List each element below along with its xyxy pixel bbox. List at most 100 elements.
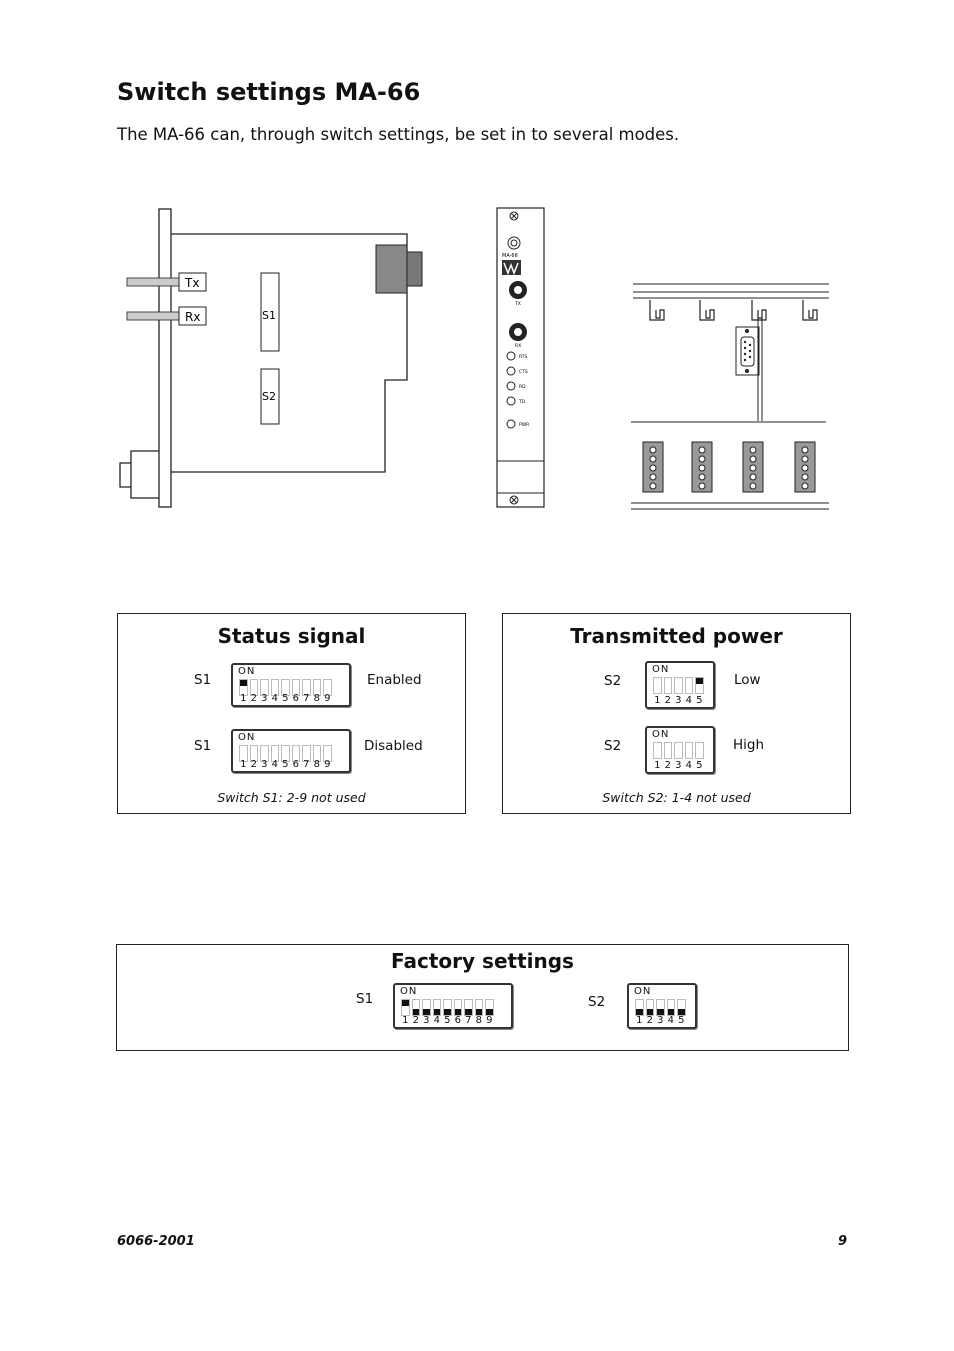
dip-knob-off [454, 1009, 461, 1015]
dip-slot [432, 999, 441, 1016]
dip-knob-off [646, 1009, 653, 1015]
dip-knob-off [486, 1009, 493, 1015]
dip-knob-off [423, 1009, 430, 1015]
tx-label: Tx [184, 276, 199, 290]
dip-slot [281, 745, 290, 762]
dip-slot [270, 745, 279, 762]
dip-slot [291, 745, 300, 762]
dip-on-label: ON [238, 732, 256, 743]
dip-number: 8 [313, 693, 320, 704]
dip-slot [645, 999, 654, 1016]
led-pwr: PWR [519, 422, 529, 428]
dip-slot [260, 679, 269, 696]
rx-label: Rx [185, 310, 200, 324]
power-row2-switch: S2 [604, 738, 622, 754]
dip-slot [281, 679, 290, 696]
dip-slot [684, 677, 693, 694]
dip-slot [422, 999, 431, 1016]
factory-s2-label: S2 [588, 994, 606, 1010]
dip-slot [695, 677, 704, 694]
dip-on-label: ON [652, 729, 670, 740]
dip-number: 4 [667, 1015, 674, 1026]
dip-slot [485, 999, 494, 1016]
dip-number: 3 [423, 1015, 430, 1026]
page-title: Switch settings MA-66 [117, 78, 421, 106]
factory-settings-title: Factory settings [391, 949, 574, 973]
dip-slot [312, 745, 321, 762]
dip-number: 3 [675, 695, 682, 706]
led-cts: CTS [519, 369, 528, 375]
dip-slot [260, 745, 269, 762]
dip-slot [653, 677, 662, 694]
dip-number: 7 [465, 1015, 472, 1026]
dip-slot [464, 999, 473, 1016]
dip-slot [411, 999, 420, 1016]
dip-slot [312, 679, 321, 696]
intro-text: The MA-66 can, through switch settings, … [117, 125, 680, 144]
dip-slot [291, 679, 300, 696]
dip-number: 9 [486, 1015, 493, 1026]
dip-knob-off [678, 1009, 685, 1015]
dip-on-label: ON [634, 986, 652, 997]
s2-label: S2 [262, 390, 276, 403]
transmitted-power-title: Transmitted power [570, 624, 783, 648]
dip-number: 3 [261, 693, 268, 704]
dip-number: 1 [654, 695, 661, 706]
dip-knob-off [475, 1009, 482, 1015]
dip-slot [684, 742, 693, 759]
dip-slot [656, 999, 665, 1016]
dip-number: 1 [654, 760, 661, 771]
power-row1-switch: S2 [604, 673, 622, 689]
front-rx: RX [515, 343, 521, 349]
dip-number: 1 [636, 1015, 643, 1026]
status-note: Switch S1: 2-9 not used [217, 790, 366, 805]
dip-slot [674, 677, 683, 694]
dip-number: 8 [475, 1015, 482, 1026]
dip-slot [474, 999, 483, 1016]
dip-knob-off [444, 1009, 451, 1015]
dip-number: 2 [646, 1015, 653, 1026]
status-row1-state: Enabled [367, 672, 422, 688]
dip-number: 5 [696, 760, 703, 771]
front-panel-diagram: MA-66 TX RX RTS CTS RD TD PWR [496, 207, 545, 508]
dip-slot [663, 677, 672, 694]
led-td: TD [518, 399, 526, 405]
dip-on-label: ON [652, 664, 670, 675]
dip-number: 6 [292, 693, 299, 704]
dip-number: 5 [282, 693, 289, 704]
dip-number: 1 [402, 1015, 409, 1026]
dip-slot [302, 679, 311, 696]
dip-slot [677, 999, 686, 1016]
dip-slot [323, 745, 332, 762]
doc-number: 6066-2001 [117, 1234, 195, 1249]
front-model: MA-66 [502, 253, 518, 259]
dip-number: 4 [271, 693, 278, 704]
status-row2-state: Disabled [364, 738, 423, 754]
front-tx: TX [514, 301, 521, 307]
dip-on-label: ON [238, 666, 256, 677]
dip-number: 8 [313, 759, 320, 770]
s1-label: S1 [262, 309, 276, 322]
dip-slot [270, 679, 279, 696]
dip-slot [239, 679, 248, 696]
dip-number: 2 [664, 760, 671, 771]
power-row1-state: Low [734, 672, 761, 688]
dip-number: 2 [250, 759, 257, 770]
led-rd: RD [519, 384, 526, 390]
dip-slot [249, 745, 258, 762]
status-row1-switch: S1 [194, 672, 212, 688]
dip-number: 3 [675, 760, 682, 771]
dip-number: 5 [678, 1015, 685, 1026]
dip-knob-off [433, 1009, 440, 1015]
dip-slot [653, 742, 662, 759]
power-row2-state: High [733, 737, 765, 753]
dip-number: 2 [664, 695, 671, 706]
dip-number: 9 [324, 693, 331, 704]
